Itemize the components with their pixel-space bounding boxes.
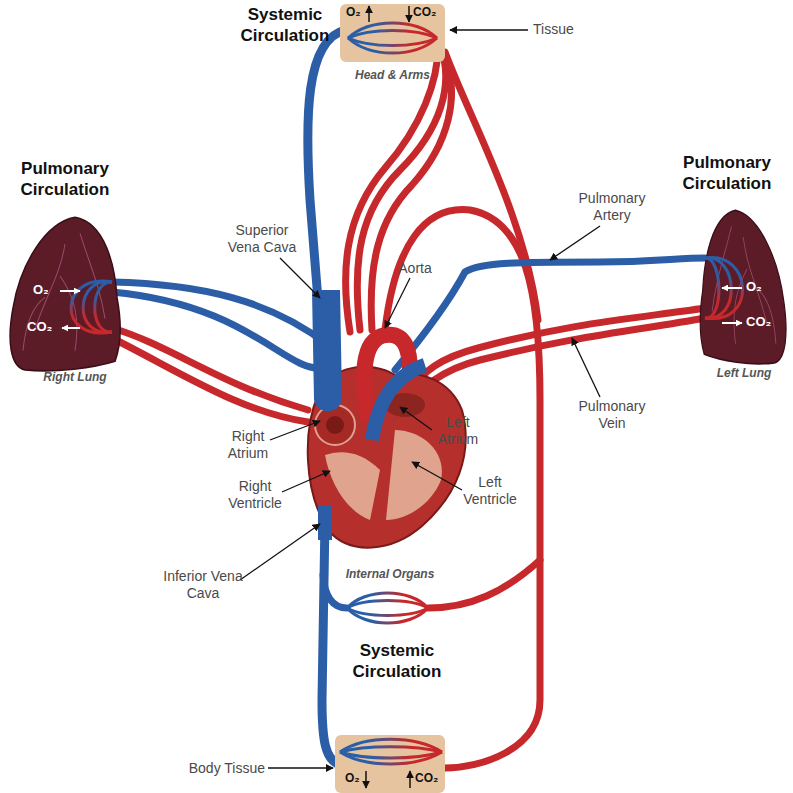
organ-label: Head & Arms bbox=[340, 68, 445, 82]
heart bbox=[308, 290, 466, 548]
pulmonary-artery-right bbox=[112, 282, 328, 345]
capillary-bed bbox=[705, 258, 719, 318]
right-ventricle-chamber bbox=[325, 452, 380, 520]
pulmonary-vein-right bbox=[112, 328, 308, 410]
leader-line bbox=[450, 29, 528, 30]
capillary-bed bbox=[83, 282, 112, 333]
section-heading: Systemic Circulation bbox=[225, 4, 345, 46]
gas-label: O₂ bbox=[345, 771, 360, 785]
gas-label: CO₂ bbox=[413, 5, 436, 19]
leader-line bbox=[572, 338, 600, 397]
vein-internal-organs bbox=[323, 575, 347, 608]
capillary-bed bbox=[348, 38, 437, 53]
part-label: Superior Vena Cava bbox=[222, 222, 302, 256]
leader-line bbox=[280, 258, 320, 298]
gas-exchange-arrow bbox=[408, 6, 410, 22]
section-heading: Systemic Circulation bbox=[337, 640, 457, 682]
part-label: Inferior Vena Cava bbox=[163, 568, 243, 602]
lung-shape bbox=[700, 210, 786, 363]
part-label: Aorta bbox=[390, 260, 440, 277]
leader-line bbox=[550, 226, 600, 260]
capillary-bed bbox=[348, 38, 437, 46]
right-atrium-valve bbox=[326, 416, 344, 434]
left-ventricle-chamber bbox=[386, 430, 442, 520]
capillary-bed bbox=[348, 31, 437, 39]
capillary-bed bbox=[95, 282, 112, 332]
inferior-vena-cava bbox=[322, 520, 340, 765]
capillary-bed bbox=[348, 23, 437, 38]
leader-line bbox=[268, 767, 333, 768]
artery-descending bbox=[385, 210, 540, 768]
gas-label: CO₂ bbox=[27, 319, 52, 334]
lung-outline bbox=[5, 212, 123, 372]
lung-shape bbox=[10, 217, 120, 370]
capillary-bed bbox=[347, 608, 428, 616]
part-label: Right Atrium bbox=[218, 428, 278, 462]
capillary-bed bbox=[347, 593, 428, 608]
section-heading: Pulmonary Circulation bbox=[663, 152, 791, 194]
pulmonary-trunk bbox=[372, 365, 425, 440]
part-label: Internal Organs bbox=[330, 566, 450, 583]
capillary-bed bbox=[347, 608, 428, 623]
gas-label: O₂ bbox=[746, 279, 762, 294]
pulmonary-vein-right bbox=[112, 338, 308, 422]
gas-label: O₂ bbox=[33, 282, 49, 297]
artery-head bbox=[371, 52, 451, 330]
part-label: Pulmonary Artery bbox=[570, 190, 654, 224]
artery-internal-organs bbox=[428, 560, 540, 608]
gas-exchange-arrow bbox=[62, 327, 80, 329]
pulmonary-vein-left bbox=[412, 308, 705, 390]
leader-line bbox=[270, 421, 320, 440]
lung: O₂CO₂Right Lung bbox=[5, 212, 123, 372]
organ-label: Right Lung bbox=[25, 370, 125, 384]
organ-label: Left Lung bbox=[698, 366, 790, 380]
section-heading: Pulmonary Circulation bbox=[0, 158, 130, 200]
part-label: Tissue bbox=[533, 21, 593, 38]
part-label: Pulmonary Vein bbox=[570, 398, 654, 432]
superior-vena-cava-trunk bbox=[312, 290, 342, 411]
part-label: Left Atrium bbox=[428, 414, 488, 448]
leader-line bbox=[400, 407, 432, 430]
lung-vein bbox=[60, 276, 77, 351]
leader-line bbox=[412, 462, 462, 490]
capillary-bed bbox=[340, 752, 442, 764]
capillary-bed bbox=[71, 281, 112, 333]
gas-label: CO₂ bbox=[415, 771, 438, 785]
capillary-bed bbox=[705, 258, 731, 318]
gas-exchange-arrow bbox=[722, 322, 742, 324]
lung-vein bbox=[712, 226, 731, 311]
gas-exchange-arrow bbox=[409, 771, 411, 788]
inferior-vena-cava-trunk bbox=[318, 505, 332, 540]
superior-vena-cava bbox=[308, 30, 345, 300]
capillary-bed bbox=[340, 752, 442, 758]
capillary-bed bbox=[705, 257, 743, 318]
right-atrium-chamber bbox=[315, 405, 355, 445]
capillary-bed bbox=[340, 747, 442, 752]
gas-exchange-arrow bbox=[722, 287, 742, 289]
tissue-box: O₂ CO₂ bbox=[335, 735, 445, 793]
part-label: Left Ventricle bbox=[455, 474, 525, 508]
leader-line bbox=[282, 471, 330, 492]
lung-vein bbox=[80, 233, 105, 318]
lung-vein bbox=[743, 237, 766, 322]
lung: O₂CO₂Left Lung bbox=[698, 205, 790, 365]
gas-exchange-arrow bbox=[365, 771, 367, 788]
leader-line bbox=[240, 524, 320, 580]
part-label: Right Ventricle bbox=[220, 478, 290, 512]
lung-vein bbox=[734, 269, 747, 344]
gas-exchange-arrow bbox=[60, 290, 80, 292]
gas-exchange-arrow bbox=[368, 6, 370, 22]
capillary-bed bbox=[347, 601, 428, 609]
gas-label: O₂ bbox=[346, 5, 361, 19]
lung-tissue bbox=[10, 217, 120, 370]
leader-line bbox=[385, 278, 410, 328]
gas-label: CO₂ bbox=[746, 314, 771, 329]
tissue-box: O₂CO₂Head & Arms bbox=[340, 4, 445, 62]
part-label: Body Tissue bbox=[150, 760, 265, 777]
capillary-bed bbox=[340, 739, 442, 752]
lung-outline bbox=[698, 205, 790, 365]
lung-tissue bbox=[700, 210, 786, 363]
